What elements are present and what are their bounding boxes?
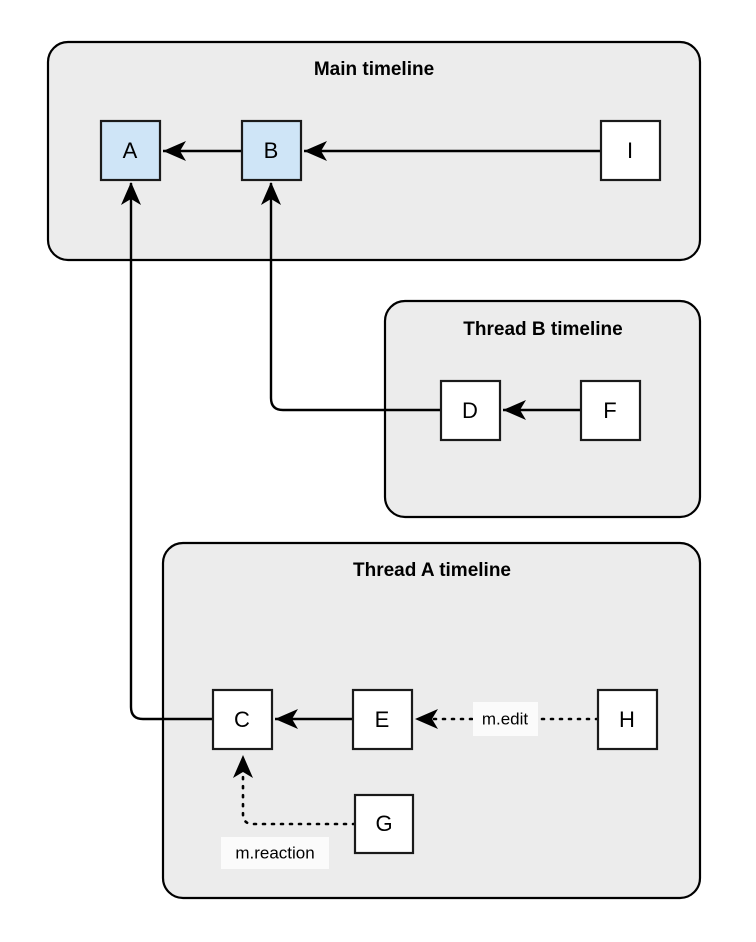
node-i[interactable]: I xyxy=(599,119,662,182)
group-thread-b-timeline-title: Thread B timeline xyxy=(463,319,622,340)
node-b[interactable]: B xyxy=(240,119,303,182)
node-i-label: I xyxy=(627,138,633,163)
node-e-box xyxy=(351,688,414,751)
node-a-label: A xyxy=(123,138,138,163)
arrow-into-a-vertical-icon xyxy=(121,182,141,205)
node-a-box xyxy=(99,119,162,182)
node-a[interactable]: A xyxy=(99,119,162,182)
arrow-into-c-vertical-icon xyxy=(233,755,253,778)
node-e-label: E xyxy=(375,707,390,732)
arrow-into-e-icon xyxy=(415,709,438,729)
edge-label-m-reaction: m.reaction xyxy=(221,837,329,869)
node-h-box xyxy=(596,688,659,751)
node-c-box xyxy=(211,688,274,751)
arrow-into-b-vertical-icon xyxy=(261,182,281,205)
arrow-into-d-icon xyxy=(503,400,526,420)
group-thread-a-timeline-title: Thread A timeline xyxy=(353,560,511,581)
node-g[interactable]: G xyxy=(353,793,415,855)
edge-d-to-b xyxy=(269,183,441,412)
group-main-timeline-title: Main timeline xyxy=(314,59,434,80)
node-h-label: H xyxy=(619,707,635,732)
node-d-label: D xyxy=(462,398,478,423)
node-b-label: B xyxy=(264,138,279,163)
edge-label-m-edit-bg xyxy=(473,702,538,736)
edge-label-m-edit-text: m.edit xyxy=(482,709,529,728)
node-f[interactable]: F xyxy=(579,379,642,442)
arrowheads-layer xyxy=(121,141,526,778)
edge-c-to-a xyxy=(129,183,213,721)
arrow-into-b-horizontal-icon xyxy=(304,141,327,161)
edge-label-m-edit: m.edit xyxy=(473,702,538,736)
node-d-box xyxy=(439,379,502,442)
node-h[interactable]: H xyxy=(596,688,659,751)
edge-label-m-reaction-text: m.reaction xyxy=(235,843,314,862)
node-f-box xyxy=(579,379,642,442)
node-d[interactable]: D xyxy=(439,379,502,442)
arrow-into-c-horizontal-icon xyxy=(275,709,298,729)
edge-label-m-reaction-bg xyxy=(221,837,329,869)
node-c-label: C xyxy=(234,707,250,732)
arrow-into-a-icon xyxy=(163,141,186,161)
node-b-box xyxy=(240,119,303,182)
node-g-label: G xyxy=(375,811,392,836)
edge-g-to-c xyxy=(241,756,357,826)
node-g-box xyxy=(353,793,415,855)
node-f-label: F xyxy=(603,398,616,423)
node-i-box xyxy=(599,119,662,182)
node-c[interactable]: C xyxy=(211,688,274,751)
node-e[interactable]: E xyxy=(351,688,414,751)
edges-layer xyxy=(129,149,601,826)
